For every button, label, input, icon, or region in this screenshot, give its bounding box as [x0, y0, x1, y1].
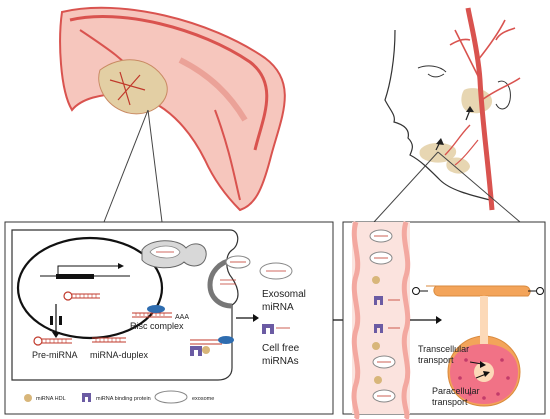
vessel-exosomes	[369, 229, 396, 403]
duct-opening	[536, 287, 544, 295]
cell-free-mirna-label-2: miRNAs	[262, 356, 299, 367]
legend-exosome-swatch	[154, 390, 188, 404]
legend: miRNA HDL miRNA binding protein exosome	[24, 390, 214, 404]
zoom-line-right	[147, 109, 163, 223]
blood-vessel	[352, 222, 410, 414]
gene-locus	[40, 263, 130, 279]
legend-exosome-label: exosome	[192, 396, 214, 402]
multivesicular-body	[141, 240, 207, 269]
mirna-duplex-label: miRNA-duplex	[90, 350, 149, 360]
zoom-line-face-right	[437, 151, 521, 223]
released-risc	[190, 336, 234, 345]
protein-and-hdl-cluster	[190, 346, 210, 356]
cell-free-mirna-label-1: Cell free	[262, 343, 300, 354]
vessel-binding-proteins	[374, 296, 400, 333]
cell-membrane	[11, 229, 239, 381]
vessel-to-gland-arrowhead	[436, 316, 442, 324]
export-arrowhead	[253, 314, 259, 322]
nucleus	[16, 236, 164, 340]
transcellular-label-1: Transcellular	[418, 344, 469, 354]
vessel-wall-right	[401, 221, 411, 419]
free-mirna-proteins	[262, 324, 290, 334]
zoom-line-left	[103, 109, 149, 223]
nuclear-export-marker	[50, 304, 62, 338]
legend-hdl-label: miRNA HDL	[36, 396, 66, 402]
paracellular-label-2: transport	[432, 397, 468, 407]
vessel-wall-left	[351, 221, 361, 419]
exosomal-mirna-label-2: miRNA	[262, 302, 294, 313]
secreting-vesicle	[207, 257, 236, 309]
paracellular-label-1: Paracellular	[432, 386, 480, 396]
zoom-line-face-left	[373, 151, 439, 223]
mirna-duplex-graphic	[92, 337, 126, 343]
face-profile-illustration	[384, 7, 521, 211]
legend-protein-swatch	[82, 393, 91, 402]
transcellular-label-2: transport	[418, 355, 454, 365]
pri-mirna-hairpin	[63, 291, 100, 301]
pre-mirna-label: Pre-miRNA	[32, 350, 78, 360]
risc-complex-graphic	[132, 305, 172, 318]
risc-complex-label: Risc complex	[130, 321, 184, 331]
pre-mirna-hairpin	[33, 336, 72, 346]
vessel-hdl-particles	[372, 276, 382, 384]
exosomal-mirna-label-1: Exosomal	[262, 289, 306, 300]
legend-protein-label: miRNA binding protein	[96, 396, 151, 402]
gland-anatomy-illustration	[59, 6, 286, 212]
poly-a-tail-label: AAA	[175, 314, 189, 321]
duct-origin	[412, 287, 420, 295]
legend-hdl-swatch	[24, 394, 32, 402]
